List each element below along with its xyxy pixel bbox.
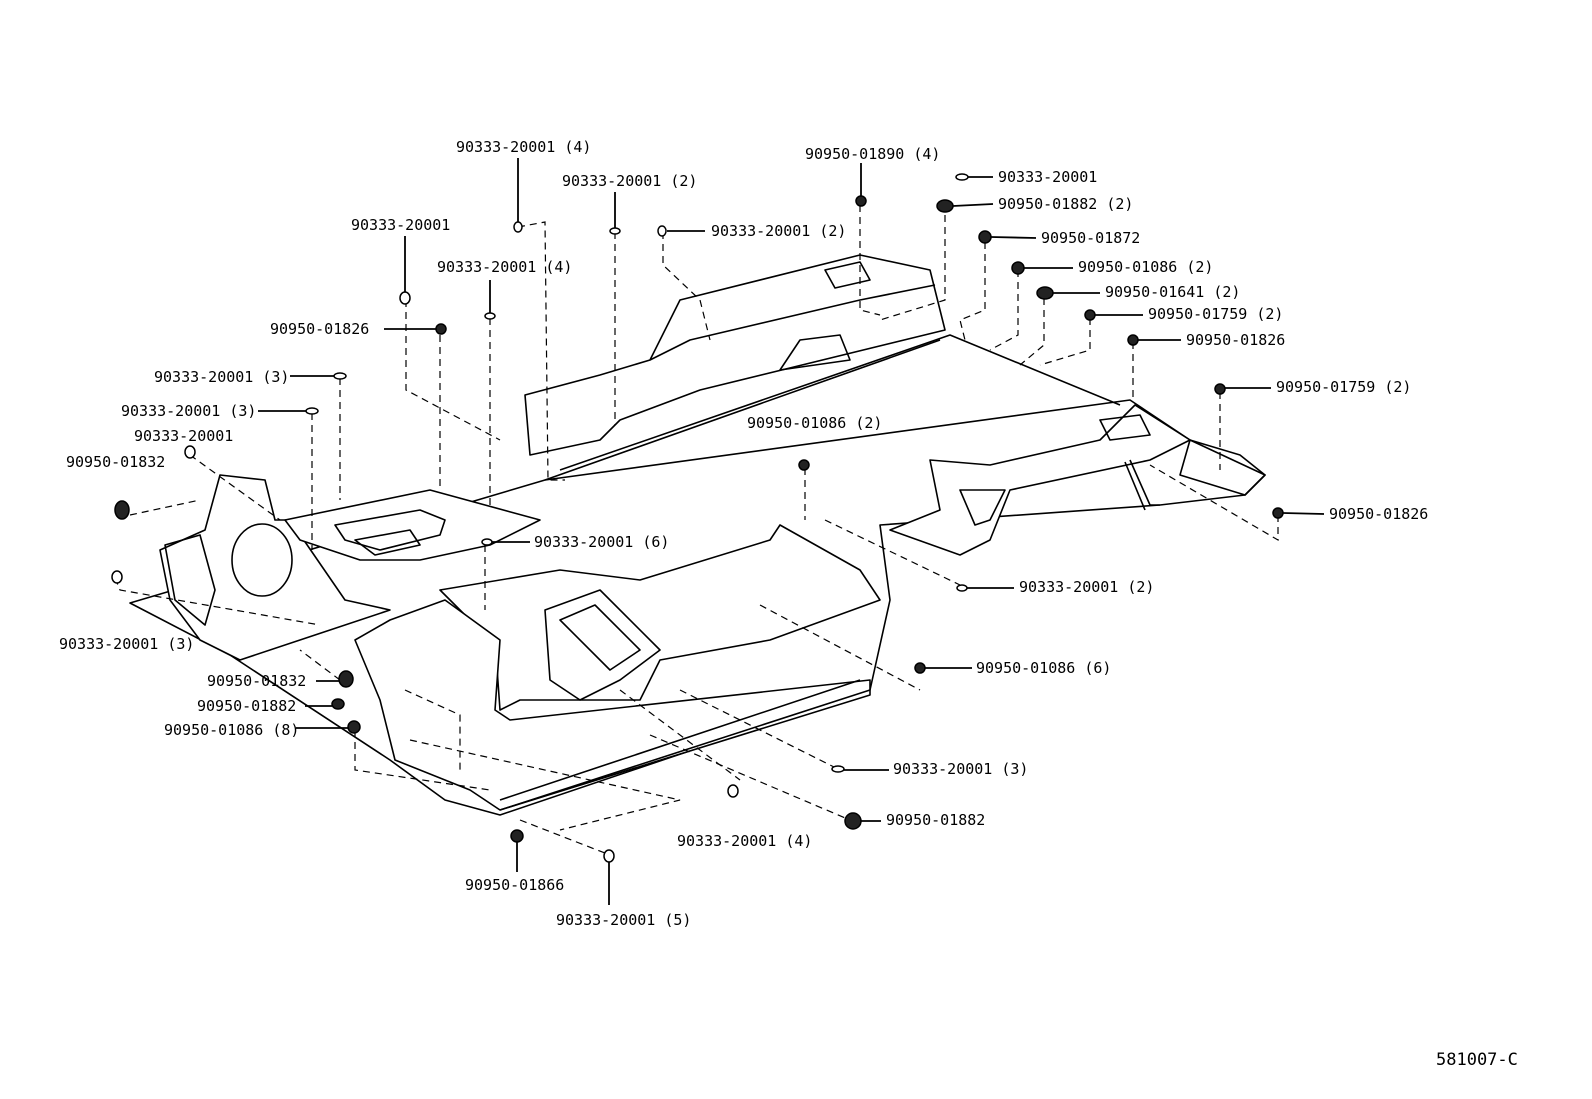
plug-icon xyxy=(399,291,411,305)
figure-code: 581007-C xyxy=(1436,1050,1518,1070)
plug-icon xyxy=(955,173,969,181)
part-label: 90333-20001 (6) xyxy=(534,533,669,551)
leader-lines xyxy=(258,158,1325,905)
plug-icon xyxy=(609,227,621,235)
part-label: 90950-01882 xyxy=(886,811,985,829)
installation-dashed-lines xyxy=(114,205,1279,856)
grommet-icon xyxy=(435,323,447,335)
part-label: 90950-01882 xyxy=(197,697,296,715)
part-label: 90950-01832 xyxy=(207,672,306,690)
part-label: 90333-20001 (5) xyxy=(556,911,691,929)
grommet-icon xyxy=(1084,309,1096,321)
part-label: 90333-20001 (2) xyxy=(562,172,697,190)
plug-icon xyxy=(111,570,123,584)
plug-icon xyxy=(831,765,845,773)
part-label: 90333-20001 xyxy=(351,216,450,234)
part-label: 90950-01872 xyxy=(1041,229,1140,247)
plug-icon xyxy=(333,372,347,380)
grommet-icon xyxy=(978,230,992,244)
grommet-icon xyxy=(844,812,862,830)
part-label: 90950-01866 xyxy=(465,876,564,894)
part-label: 90950-01086 (6) xyxy=(976,659,1111,677)
part-label: 90950-01759 (2) xyxy=(1148,305,1283,323)
part-label: 90950-01086 (2) xyxy=(1078,258,1213,276)
plug-icon xyxy=(305,407,319,415)
plug-icon xyxy=(603,849,615,863)
grommet-icon xyxy=(347,720,361,734)
grommet-icon xyxy=(1272,507,1284,519)
plug-icon xyxy=(484,312,496,320)
grommet-icon xyxy=(798,459,810,471)
grommet-icon xyxy=(1214,383,1226,395)
part-label: 90950-01086 (8) xyxy=(164,721,299,739)
part-label: 90333-20001 xyxy=(134,427,233,445)
part-label: 90333-20001 (2) xyxy=(711,222,846,240)
part-label: 90950-01890 (4) xyxy=(805,145,940,163)
part-label: 90333-20001 (4) xyxy=(677,832,812,850)
part-label: 90333-20001 (2) xyxy=(1019,578,1154,596)
plug-icon xyxy=(727,784,739,798)
fastener-markers xyxy=(111,173,1284,863)
part-label: 90950-01641 (2) xyxy=(1105,283,1240,301)
grommet-icon xyxy=(914,662,926,674)
grommet-icon xyxy=(1036,286,1054,300)
part-number-labels: 90333-20001 (4) 90333-20001 (2) 90333-20… xyxy=(59,138,1428,929)
grommet-icon xyxy=(510,829,524,843)
part-label: 90950-01826 xyxy=(1186,331,1285,349)
grommet-icon xyxy=(331,698,345,710)
grommet-icon xyxy=(855,195,867,207)
part-label: 90333-20001 xyxy=(998,168,1097,186)
plug-icon xyxy=(657,225,667,237)
grommet-icon xyxy=(936,199,954,213)
grommet-icon xyxy=(338,670,354,688)
part-label: 90333-20001 (3) xyxy=(121,402,256,420)
plug-icon xyxy=(513,221,523,233)
grommet-icon xyxy=(1011,261,1025,275)
part-label: 90950-01882 (2) xyxy=(998,195,1133,213)
plug-icon xyxy=(956,584,968,592)
part-label: 90950-01759 (2) xyxy=(1276,378,1411,396)
plug-icon xyxy=(481,538,493,546)
part-label: 90950-01826 xyxy=(1329,505,1428,523)
part-label: 90333-20001 (3) xyxy=(893,760,1028,778)
plug-icon xyxy=(184,445,196,459)
part-label: 90950-01832 xyxy=(66,453,165,471)
part-label: 90333-20001 (4) xyxy=(456,138,591,156)
part-label: 90333-20001 (3) xyxy=(154,368,289,386)
part-label: 90950-01086 (2) xyxy=(747,414,882,432)
grommet-icon xyxy=(1127,334,1139,346)
part-label: 90333-20001 (3) xyxy=(59,635,194,653)
floor-pan-drawing xyxy=(129,254,1266,816)
part-label: 90333-20001 (4) xyxy=(437,258,572,276)
grommet-icon xyxy=(114,500,130,520)
part-label: 90950-01826 xyxy=(270,320,369,338)
